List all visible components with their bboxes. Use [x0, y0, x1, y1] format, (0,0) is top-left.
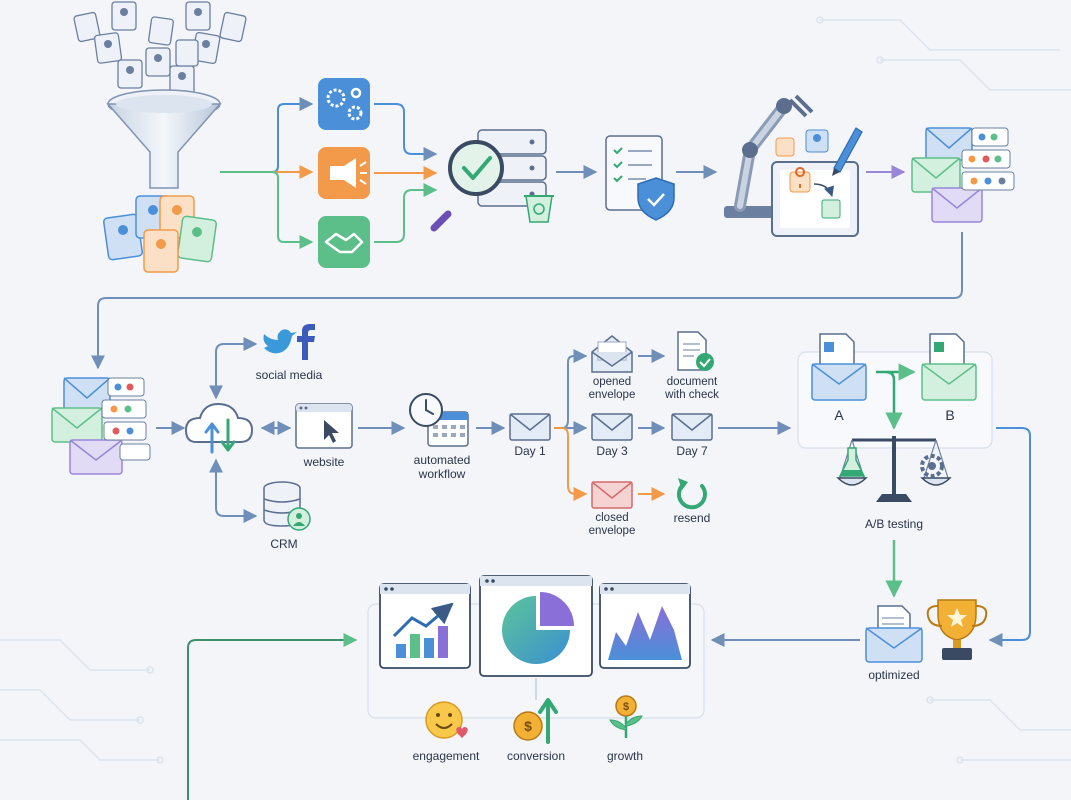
growth-label: growth	[607, 749, 643, 763]
email-stack-icon	[911, 127, 1015, 223]
automated-workflow-label-2: workflow	[418, 467, 466, 481]
automated-workflow-label-1: automated	[414, 453, 471, 467]
document-check-icon	[677, 331, 714, 371]
plant-coin-icon: $	[609, 695, 643, 738]
contact-cards-icon	[73, 1, 247, 95]
tablet-icon	[771, 129, 859, 237]
ab-testing-label: A/B testing	[865, 517, 923, 531]
funnel-split-arrows	[220, 97, 314, 249]
variant-b-label: B	[945, 407, 954, 423]
trophy-icon	[926, 599, 988, 660]
converge-arrows	[374, 103, 438, 243]
opened-envelope-label-1: opened	[593, 376, 631, 388]
opened-envelope-label-2: envelope	[589, 389, 636, 401]
day1-label: Day 1	[514, 444, 546, 458]
optimized-envelope-icon	[865, 605, 923, 663]
handshake-icon	[318, 216, 370, 268]
cloud-sync-icon	[184, 402, 254, 454]
feedback-loop-arrow	[187, 633, 358, 800]
smiley-icon	[425, 701, 468, 739]
envelope-icon	[509, 413, 551, 441]
social-media-label: social media	[256, 368, 323, 382]
website-label: website	[303, 455, 345, 469]
browser-cursor-icon	[295, 403, 353, 449]
funnel-icon	[106, 89, 222, 189]
area-chart-icon	[599, 583, 691, 669]
pen-icon	[832, 127, 863, 176]
crm-arrow	[209, 458, 258, 523]
magnifier-check-icon	[430, 140, 504, 232]
resend-label: resend	[674, 511, 711, 525]
optimized-label: optimized	[868, 668, 919, 682]
svg-text:$: $	[623, 701, 629, 713]
panel-to-trophy-arrow	[988, 427, 1031, 647]
document-with-check-label-1: document	[667, 376, 718, 388]
gear-icon	[920, 454, 944, 478]
day7-label: Day 7	[676, 444, 708, 458]
closed-envelope-label-2: envelope	[589, 525, 636, 537]
opened-branch-arrow	[554, 349, 588, 429]
email-stack-icon	[51, 377, 151, 475]
envelope-icon	[671, 413, 713, 441]
engagement-label: engagement	[413, 749, 480, 763]
day3-label: Day 3	[596, 444, 628, 458]
closed-envelope-label-1: closed	[595, 512, 628, 524]
variant-b-icon	[921, 333, 977, 401]
document-with-check-label-2: with check	[664, 389, 719, 401]
gears-icon	[318, 78, 370, 130]
dollar-coin-icon: $	[513, 698, 558, 744]
variant-a-label: A	[834, 407, 844, 423]
megaphone-icon	[318, 147, 370, 199]
scale-icon	[836, 436, 952, 502]
circuit-decoration	[0, 16, 1071, 764]
closed-branch-arrow	[554, 427, 588, 501]
twitter-icon	[263, 329, 297, 354]
crm-label: CRM	[270, 537, 297, 551]
checklist-shield-icon	[605, 135, 675, 221]
colored-contact-cards-icon	[103, 195, 217, 273]
svg-text:$: $	[524, 718, 532, 734]
social-media-arrow	[209, 337, 258, 400]
flask-icon	[838, 447, 866, 477]
envelope-icon	[591, 413, 633, 441]
facebook-icon	[297, 324, 315, 360]
clock-calendar-icon	[409, 393, 469, 447]
robot-arm-icon	[724, 94, 814, 218]
bar-chart-icon	[379, 583, 471, 669]
closed-envelope-icon	[591, 481, 633, 509]
opened-envelope-icon	[591, 335, 633, 373]
variant-a-icon	[811, 333, 867, 401]
database-user-icon	[263, 481, 311, 531]
recycle-bin-icon	[524, 195, 554, 223]
conversion-label: conversion	[507, 749, 565, 763]
row-connector-arrow	[91, 232, 963, 370]
pie-chart-icon	[479, 575, 593, 677]
resend-icon	[676, 478, 707, 510]
